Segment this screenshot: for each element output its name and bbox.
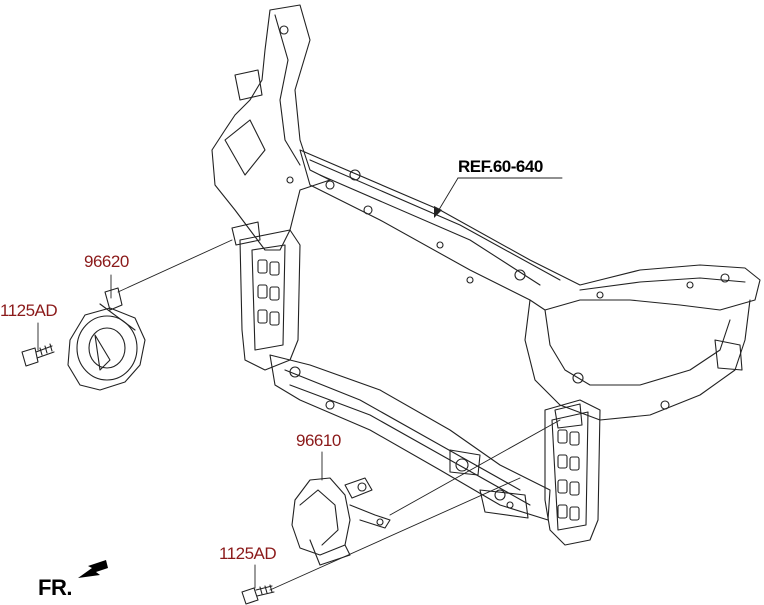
ref-label[interactable]: REF.60-640: [458, 157, 543, 176]
radiator-support-frame: [211, 4, 761, 546]
part-number-1125ad-bottom[interactable]: 1125AD: [219, 544, 277, 563]
bolt-left-illustration: [21, 343, 55, 367]
bolt-bottom-illustration: [241, 584, 275, 605]
part-number-1125ad-left[interactable]: 1125AD: [0, 301, 58, 320]
horn-96620-illustration: [67, 287, 146, 391]
ref-arrow-head: [434, 206, 442, 218]
horn-96610-illustration: [291, 477, 391, 566]
leader-lines: [37, 177, 563, 591]
front-direction-arrow-icon: [78, 560, 108, 578]
front-direction-label: FR.: [38, 575, 72, 600]
part-number-96620[interactable]: 96620: [84, 252, 129, 271]
part-number-96610[interactable]: 96610: [296, 431, 341, 450]
